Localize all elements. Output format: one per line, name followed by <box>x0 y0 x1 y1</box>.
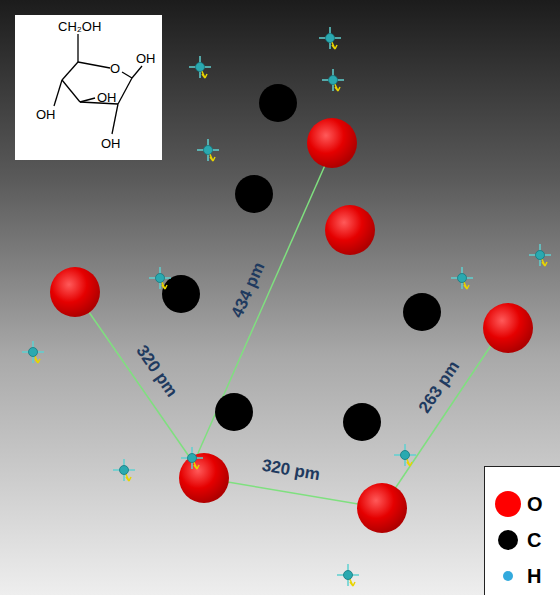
hydrogen-marker <box>319 27 341 49</box>
legend-row: C <box>493 525 541 555</box>
hydrogen-marker <box>22 341 44 363</box>
legend-swatch <box>493 489 523 519</box>
hydrogen-marker <box>394 444 416 466</box>
hydrogen-marker <box>529 244 551 266</box>
hydrogen-marker <box>149 267 171 289</box>
hydrogen-marker <box>181 447 203 469</box>
legend-text: C <box>527 530 541 550</box>
formula-label: OH <box>36 108 56 121</box>
formula-label: OH <box>136 52 156 65</box>
distance-label: 320 pm <box>133 342 181 400</box>
distance-label: 263 pm <box>416 358 463 416</box>
formula-label: OH <box>101 137 121 150</box>
distance-lines <box>75 163 492 508</box>
formula-label: O <box>110 62 120 75</box>
formula-label: CH₂OH <box>58 20 101 33</box>
legend-text: H <box>527 566 541 586</box>
hydrogen-marker <box>189 56 211 78</box>
legend-swatch <box>493 525 523 555</box>
hydrogen-markers <box>22 27 551 586</box>
hydrogen-marker <box>113 459 135 481</box>
legend-text: O <box>527 494 543 514</box>
hydrogen-marker <box>197 139 219 161</box>
inset-panel <box>15 15 162 160</box>
carbon-atoms <box>162 84 441 441</box>
hydrogen-marker <box>451 267 473 289</box>
distance-label: 320 pm <box>261 457 322 484</box>
formula-label: OH <box>97 91 117 104</box>
oxygen-atoms <box>50 118 533 533</box>
hydrogen-marker <box>337 564 359 586</box>
legend-row: H <box>493 561 541 591</box>
distance-label: 434 pm <box>228 260 267 320</box>
glucose-formula <box>54 34 142 134</box>
legend-box: OCH <box>484 466 560 595</box>
legend-swatch <box>493 561 523 591</box>
hydrogen-marker <box>322 69 344 91</box>
legend-row: O <box>493 489 543 519</box>
